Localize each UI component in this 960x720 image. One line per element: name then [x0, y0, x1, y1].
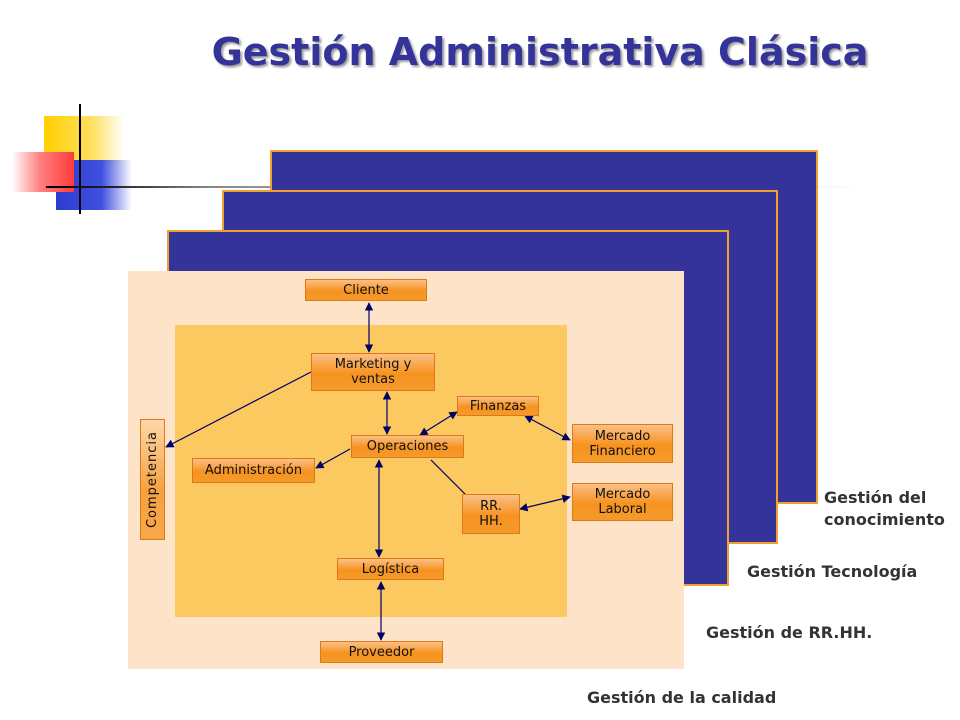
layer-label-conocimiento: Gestión del conocimiento: [824, 488, 945, 529]
node-rrhh: RR. HH.: [462, 494, 520, 534]
arrow-marketing-competencia: [165, 371, 312, 448]
node-operaciones: Operaciones: [351, 435, 464, 458]
arrow-operaciones-administracion: [315, 448, 351, 469]
node-competencia: Competencia: [140, 419, 165, 540]
node-mercado-laboral: Mercado Laboral: [572, 483, 673, 521]
arrow-finanzas-mercado-financiero: [524, 415, 571, 441]
decoration-red-square: [12, 152, 74, 192]
node-marketing-label: Marketing y ventas: [334, 357, 412, 387]
decoration-vertical-line: [79, 104, 81, 214]
node-mercado-laboral-label: Mercado Laboral: [594, 487, 651, 517]
node-proveedor: Proveedor: [320, 641, 443, 663]
node-mercado-financiero-label: Mercado Financiero: [589, 428, 656, 459]
layer-label-tecnologia: Gestión Tecnología: [747, 562, 918, 581]
node-administracion: Administración: [192, 458, 315, 483]
node-cliente: Cliente: [305, 279, 427, 301]
arrow-operaciones-rrhh: [430, 459, 466, 495]
node-finanzas: Finanzas: [457, 396, 539, 416]
node-marketing: Marketing y ventas: [311, 353, 435, 391]
layer-label-calidad: Gestión de la calidad: [587, 688, 777, 707]
page-title: Gestión Administrativa Clásica: [211, 30, 869, 74]
node-mercado-financiero: Mercado Financiero: [572, 424, 673, 463]
layer-label-rrhh: Gestión de RR.HH.: [706, 623, 873, 642]
node-logistica: Logística: [337, 558, 444, 580]
node-competencia-label: Competencia: [145, 430, 160, 528]
arrow-operaciones-finanzas: [419, 411, 458, 436]
arrow-rrhh-mercado-laboral: [519, 494, 571, 512]
node-rrhh-label: RR. HH.: [479, 499, 503, 529]
